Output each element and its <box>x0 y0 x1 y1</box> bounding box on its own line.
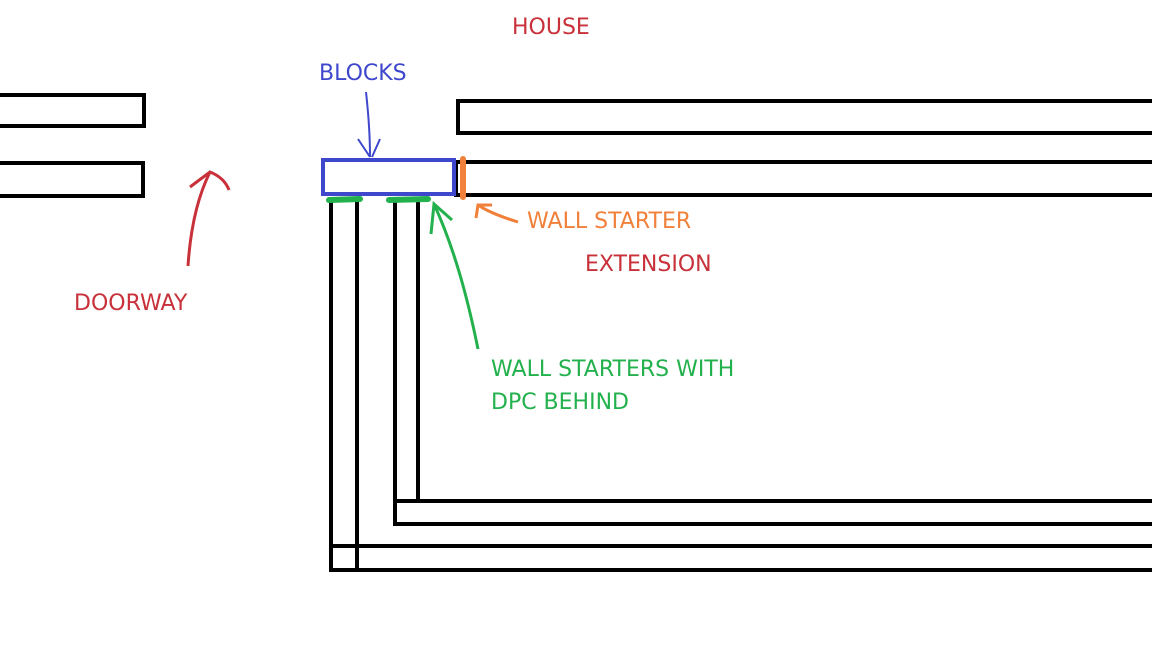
extension-inner-leaf <box>393 199 1152 526</box>
dpc-mark-left <box>326 196 363 203</box>
blocks-label: BLOCKS <box>319 61 407 86</box>
house-wall-left-inner <box>0 161 145 198</box>
house-wall-left <box>0 93 146 198</box>
wall-starter-arrow <box>474 203 519 224</box>
wall-starters-label-line1: WALL STARTERS WITH <box>491 357 734 382</box>
extension-outer-leaf <box>329 199 1152 572</box>
blocks-rect <box>321 158 456 196</box>
house-label: HOUSE <box>512 15 590 40</box>
dpc-mark-right <box>386 196 431 203</box>
extension-label: EXTENSION <box>585 252 712 277</box>
house-wall-left-outer <box>0 93 146 128</box>
doorway-arrow <box>186 170 231 267</box>
extension-inner-leaf-inside <box>416 199 1152 503</box>
wall-starters-label-line2: DPC BEHIND <box>491 390 629 415</box>
dpc-arrow <box>429 200 480 350</box>
house-wall-right-outer <box>456 99 1152 135</box>
blocks-arrow <box>357 91 381 158</box>
house-wall-right <box>454 99 1152 197</box>
house-wall-right-inner <box>454 160 1152 197</box>
doorway-label: DOORWAY <box>74 291 188 316</box>
extension-walls <box>329 199 1152 572</box>
wall-starter-label: WALL STARTER <box>527 209 691 234</box>
extension-outer-leaf-inside <box>355 199 1152 548</box>
